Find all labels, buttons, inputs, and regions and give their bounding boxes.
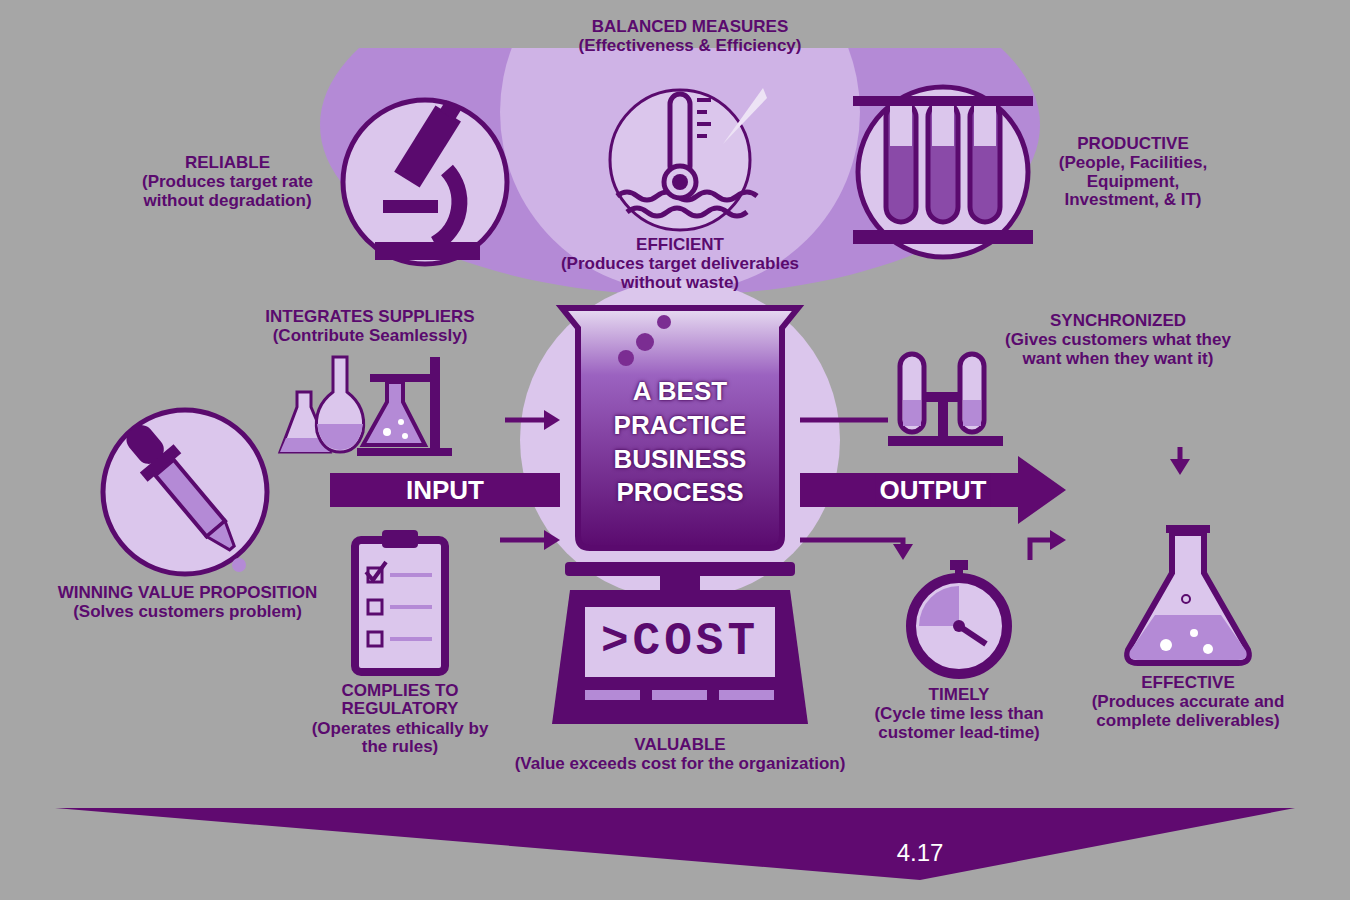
node-heading: EFFECTIVE: [1066, 674, 1310, 692]
value-proposition-node: WINNING VALUE PROPOSITION(Solves custome…: [45, 405, 330, 622]
arrow-head: [544, 410, 560, 430]
connector: [1170, 447, 1190, 475]
node-heading: WINNING VALUE PROPOSITION: [45, 584, 330, 602]
text-holder: EFFECTIVE(Produces accurate and complete…: [1066, 674, 1310, 730]
text-holder: RELIABLE(Produces target rate without de…: [120, 154, 335, 210]
node-heading: TIMELY: [858, 686, 1060, 704]
text-holder: SYNCHRONIZED(Gives customers what they w…: [1003, 312, 1233, 368]
node-description: (Contribute Seamlessly): [235, 327, 505, 345]
node-description: (Cycle time less than customer lead-time…: [858, 705, 1060, 742]
effective-node: EFFECTIVE(Produces accurate and complete…: [1066, 475, 1310, 730]
text-holder: WINNING VALUE PROPOSITION(Solves custome…: [45, 584, 330, 622]
icon-text-area: >COST: [585, 607, 775, 677]
node-heading: SYNCHRONIZED: [1003, 312, 1233, 330]
text-holder: VALUABLE(Value exceeds cost for the orga…: [470, 736, 890, 774]
flow-label: OUTPUT: [876, 473, 991, 507]
node-heading: >COST: [601, 616, 759, 668]
connector-line: [505, 418, 545, 423]
connector: [1030, 530, 1066, 560]
connector-line: [800, 418, 888, 423]
connector: [500, 530, 560, 550]
flasks-icon: [235, 352, 505, 457]
icon-holder: [858, 560, 1060, 682]
node-description: (Produces target rate without degradatio…: [120, 173, 335, 210]
connector: [800, 420, 888, 421]
node-description: (Solves customers problem): [45, 603, 330, 621]
icon-holder: [235, 352, 505, 457]
node-heading: RELIABLE: [120, 154, 335, 172]
connector-line: [1030, 540, 1051, 560]
connector: [505, 410, 560, 430]
text-holder: TIMELY(Cycle time less than customer lea…: [858, 686, 1060, 742]
text-holder: EFFICIENT(Produces target deliverables w…: [530, 236, 830, 292]
icon-holder: A BEST PRACTICE BUSINESS PROCESS: [560, 300, 800, 550]
icon-text-area: A BEST PRACTICE BUSINESS PROCESS: [595, 375, 765, 545]
suppliers-node: INTEGRATES SUPPLIERS(Contribute Seamless…: [235, 308, 505, 457]
icon-holder: [1066, 475, 1310, 670]
valuable-node: >COST VALUABLE(Value exceeds cost for the…: [470, 562, 890, 774]
text-holder: INTEGRATES SUPPLIERS(Contribute Seamless…: [235, 308, 505, 346]
node-heading: EFFICIENT: [530, 236, 830, 254]
arrow-head: [1018, 456, 1066, 524]
icon-holder: [335, 92, 515, 272]
icon-holder: >COST: [470, 562, 890, 732]
test-tube-rack-icon: [848, 82, 1038, 262]
arrow-head: [1170, 459, 1190, 475]
node-description: (Operates ethically by the rules): [300, 720, 500, 757]
thermometer-icon: [595, 82, 765, 232]
test-tube-pair-icon: [888, 352, 1003, 447]
flask-icon: [1066, 475, 1310, 670]
dropper-icon: [45, 405, 330, 580]
compliance-node: COMPLIES TO REGULATORY(Operates ethicall…: [300, 528, 500, 756]
connector-line: [330, 473, 560, 507]
icon-holder: [45, 405, 330, 580]
connector-line: [800, 540, 903, 545]
stopwatch-icon: [858, 560, 1060, 682]
text-holder: PRODUCTIVE(People, Facilities, Equipment…: [1038, 135, 1228, 209]
arrow-head: [1050, 530, 1066, 550]
clipboard-icon: [300, 528, 500, 678]
connector-line: [500, 538, 545, 543]
band-subheading: (Effectiveness & Efficiency): [420, 37, 960, 55]
node-description: VALUABLE: [470, 736, 890, 754]
node-heading: COMPLIES TO REGULATORY: [300, 682, 500, 719]
node-description: (Value exceeds cost for the organization…: [470, 755, 890, 773]
icon-holder: [300, 528, 500, 678]
node-description: (People, Facilities, Equipment, Investme…: [1038, 154, 1228, 209]
node-heading: INTEGRATES SUPPLIERS: [235, 308, 505, 326]
node-description: (Gives customers what they want when the…: [1003, 331, 1233, 368]
process-beaker: A BEST PRACTICE BUSINESS PROCESS: [560, 300, 800, 550]
connector-line: [1178, 447, 1183, 460]
connector-line: [800, 473, 1019, 507]
arrow-head: [544, 530, 560, 550]
reliable-node: RELIABLE(Produces target rate without de…: [120, 92, 520, 272]
connector: [800, 540, 913, 560]
icon-holder: [888, 352, 1003, 447]
node-description: (Produces accurate and complete delivera…: [1066, 693, 1310, 730]
flow-label: INPUT: [402, 473, 488, 507]
timely-node: TIMELY(Cycle time less than customer lea…: [858, 560, 1060, 742]
page-number: 4.17: [860, 839, 980, 867]
band-heading: BALANCED MEASURES: [420, 18, 960, 36]
arrow-head: [893, 544, 913, 560]
productive-node: PRODUCTIVE(People, Facilities, Equipment…: [848, 82, 1233, 262]
flow-band: [800, 456, 1066, 524]
node-description: (Produces target deliverables without wa…: [530, 255, 830, 292]
synchronized-node: SYNCHRONIZED(Gives customers what they w…: [888, 312, 1238, 447]
microscope-icon: [335, 92, 515, 272]
text-holder: COMPLIES TO REGULATORY(Operates ethicall…: [300, 682, 500, 756]
icon-holder: [595, 82, 765, 232]
node-heading: A BEST PRACTICE BUSINESS PROCESS: [595, 375, 765, 510]
node-heading: PRODUCTIVE: [1038, 135, 1228, 153]
efficient-node: EFFICIENT(Produces target deliverables w…: [530, 82, 830, 292]
icon-holder: [848, 82, 1038, 262]
